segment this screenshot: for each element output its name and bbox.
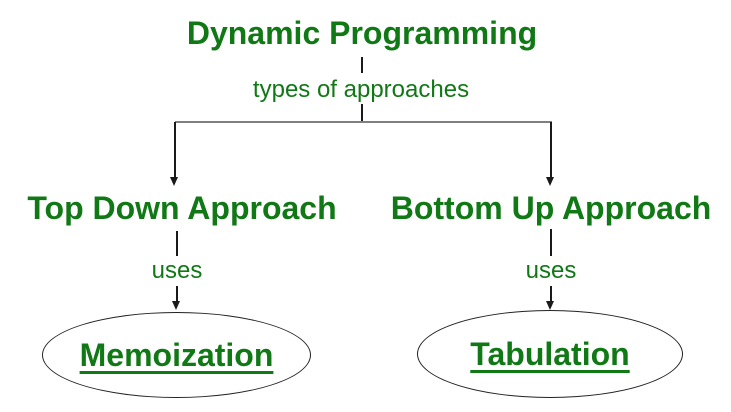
branch-label-bottom-up: Bottom Up Approach: [390, 190, 712, 226]
edge-right-uses-bottom-line: [550, 286, 552, 302]
branch-left-line: [174, 122, 176, 178]
branch-label-top-down: Top Down Approach: [27, 190, 337, 226]
arrowhead-down-tabulation-icon: [546, 301, 554, 310]
edge-right-uses-top-line: [550, 229, 552, 256]
edge-left-uses-bottom-line: [176, 286, 178, 302]
arrowhead-down-right-icon: [546, 177, 554, 186]
leaf-node-tabulation: Tabulation: [417, 310, 683, 398]
leaf-node-memoization: Memoization: [42, 312, 311, 398]
edge-label-uses-left: uses: [151, 257, 203, 284]
connector-root-top-line: [361, 57, 363, 73]
root-edge-label: types of approaches: [252, 76, 470, 103]
arrowhead-down-memoization-icon: [172, 301, 180, 310]
connector-root-bottom-line: [361, 104, 363, 123]
leaf-label-memoization: Memoization: [79, 336, 274, 373]
leaf-label-tabulation: Tabulation: [470, 335, 630, 372]
arrowhead-down-left-icon: [170, 177, 178, 186]
edge-left-uses-top-line: [176, 231, 178, 256]
edge-label-uses-right: uses: [525, 257, 577, 284]
root-node-label: Dynamic Programming: [186, 15, 538, 51]
branch-right-line: [550, 122, 552, 178]
branch-horizontal-line: [175, 121, 552, 123]
